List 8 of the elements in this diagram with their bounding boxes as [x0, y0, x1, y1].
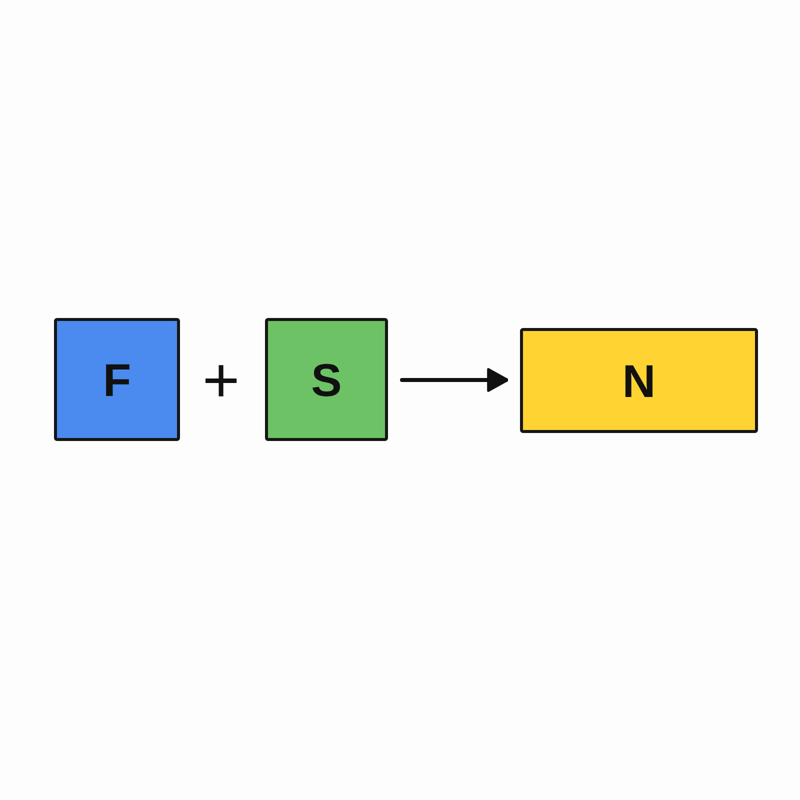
node-label: F	[102, 356, 132, 402]
node-label: N	[622, 358, 656, 404]
arrow	[400, 370, 508, 390]
process-box	[54, 318, 180, 441]
node-label: S	[311, 356, 342, 402]
process-box	[265, 318, 388, 441]
plus-sign: +	[202, 348, 240, 412]
process-box	[520, 328, 758, 433]
